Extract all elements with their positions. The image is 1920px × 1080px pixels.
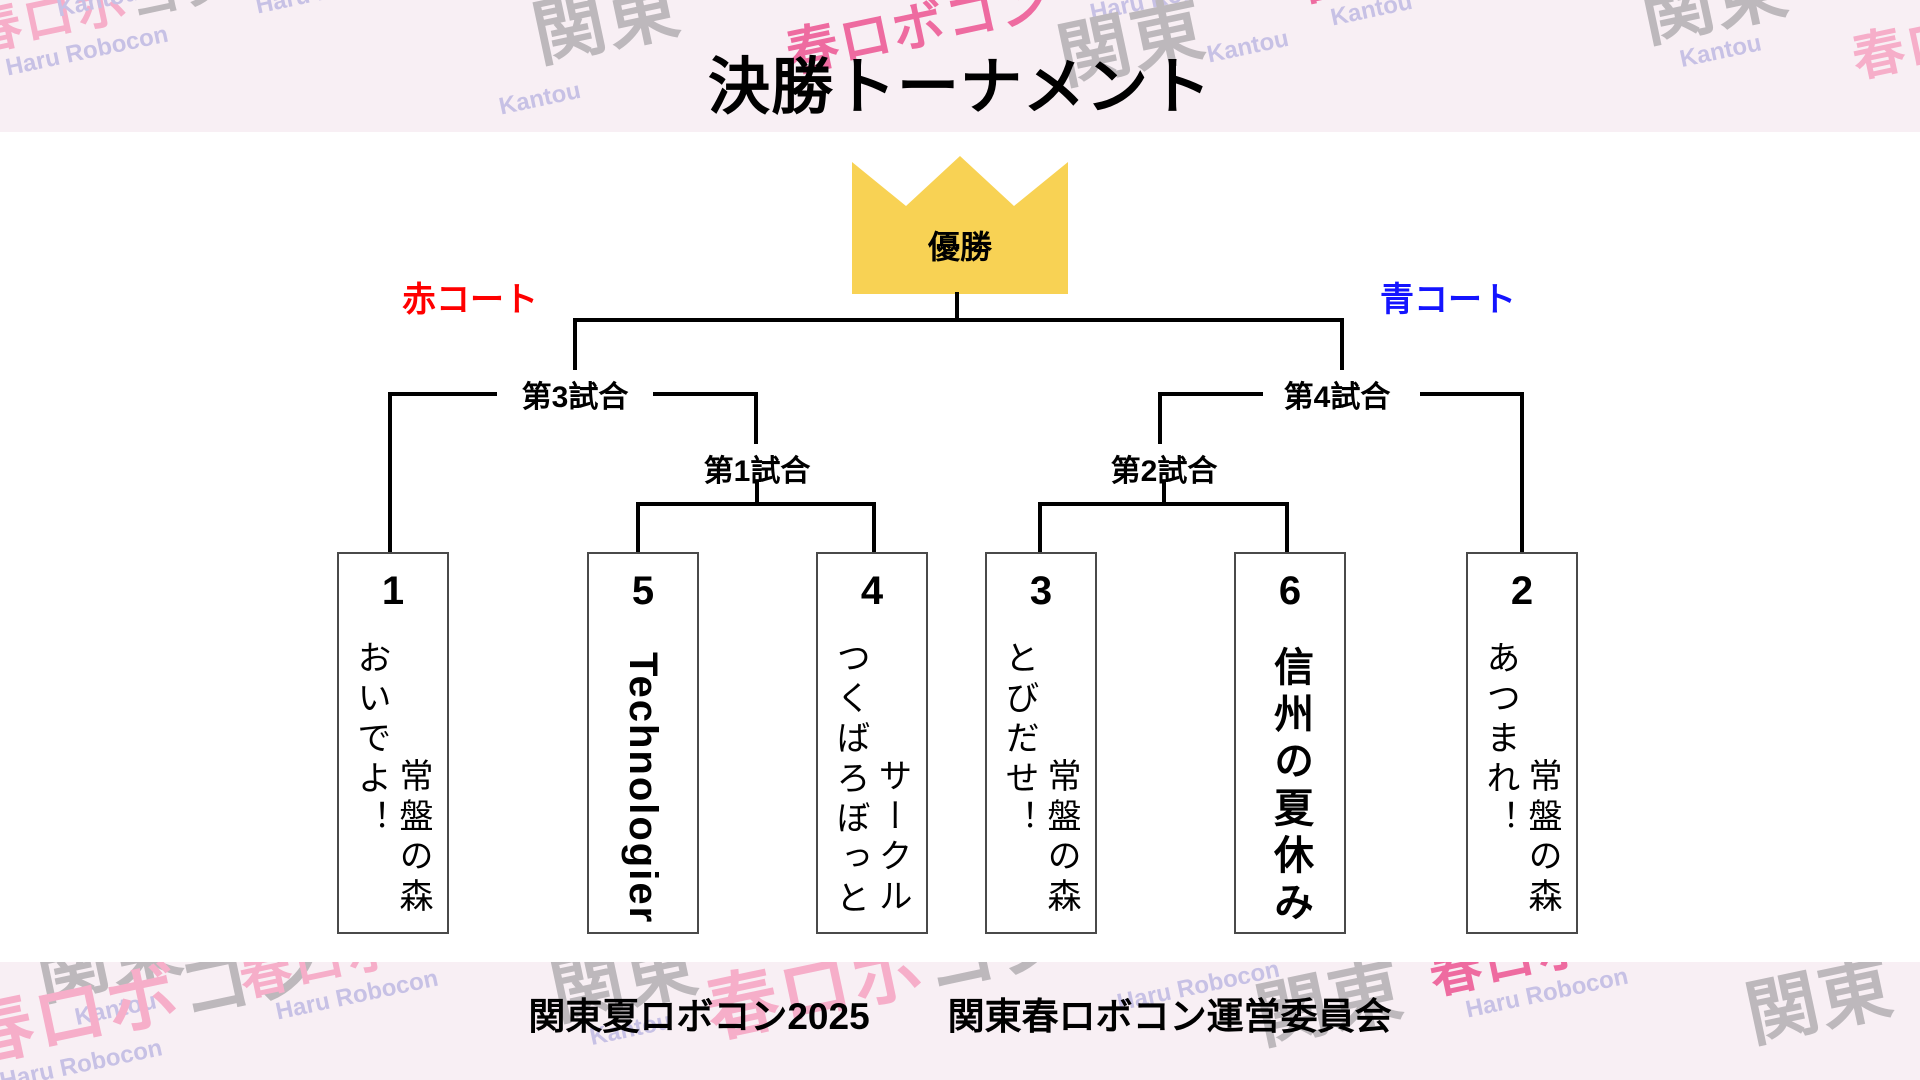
bracket-line xyxy=(1162,482,1166,504)
red-court-label: 赤コート xyxy=(402,281,538,319)
team-seed: 1 xyxy=(381,569,405,613)
bracket-line xyxy=(636,502,876,506)
bracket-line xyxy=(1420,392,1522,396)
footer: 関東夏ロボコン2025 関東春ロボコン運営委員会 xyxy=(0,986,1920,1040)
footer-event: 関東夏ロボコン2025 xyxy=(528,996,870,1037)
bottom-watermark-band: 関東 Kantou 春ロボコン Haru Robocon 春ロボコン Haru … xyxy=(0,962,1920,1080)
team-box-5: 5 Technologier xyxy=(587,552,699,934)
bracket-line xyxy=(636,502,640,554)
bracket-line xyxy=(388,392,392,554)
match-2-label: 第2試合 xyxy=(1110,455,1218,488)
bracket-line xyxy=(1038,502,1289,506)
team-name-line: とびだせ！ xyxy=(1000,640,1038,840)
page-title: 決勝トーナメント xyxy=(707,53,1212,122)
blue-court-label: 青コート xyxy=(1380,281,1516,319)
team-name-line: つくばろぼっと xyxy=(831,640,869,920)
watermark-haru-robocon-logo: 春ロボコン Kantou xyxy=(1289,0,1460,32)
bracket-line xyxy=(573,318,577,370)
bracket-line xyxy=(754,392,758,444)
bracket-line xyxy=(390,392,497,396)
match-1-label: 第1試合 xyxy=(703,455,811,488)
watermark-haru-robocon-logo: 春ロボコン Haru Robocon xyxy=(214,0,495,24)
team-name-line: 常盤の森 xyxy=(394,758,432,918)
team-name-line: Technologier xyxy=(621,652,665,925)
champion-label: 優勝 xyxy=(927,229,992,265)
bracket-line xyxy=(1520,392,1524,554)
team-box-1: 1 おいでよ！ 常盤の森 xyxy=(337,552,449,934)
team-name-line: 常盤の森 xyxy=(1042,758,1080,918)
bracket-line xyxy=(573,318,1344,322)
watermark-kantou-latin: Kantou xyxy=(54,0,142,23)
team-seed: 6 xyxy=(1278,569,1302,613)
team-seed: 3 xyxy=(1029,569,1053,613)
footer-organizer: 関東春ロボコン運営委員会 xyxy=(947,996,1392,1037)
bracket-line xyxy=(755,482,759,504)
match-4-label: 第4試合 xyxy=(1283,381,1391,414)
bracket-line xyxy=(1158,392,1162,444)
bracket-line xyxy=(653,392,758,396)
team-box-3: 3 とびだせ！ 常盤の森 xyxy=(985,552,1097,934)
team-name-line: おいでよ！ xyxy=(352,640,390,840)
bracket-line xyxy=(1160,392,1263,396)
watermark-haru-latin: Haru Robocon xyxy=(1088,0,1255,26)
match-3-label: 第3試合 xyxy=(521,381,629,414)
top-watermark-band: 春ロボコン Haru Robocon Kantou 春ロボコン Haru Rob… xyxy=(0,0,1920,132)
bracket-line xyxy=(872,502,876,554)
bracket-line xyxy=(1285,502,1289,554)
team-box-4: 4 つくばろぼっと サークル xyxy=(816,552,928,934)
team-name-line: 常盤の森 xyxy=(1523,758,1561,918)
team-name-line: あつまれ！ xyxy=(1481,640,1519,840)
team-seed: 2 xyxy=(1510,569,1534,613)
team-seed: 5 xyxy=(631,569,655,613)
bracket-line xyxy=(1340,318,1344,370)
team-box-6: 6 信州の夏休み xyxy=(1234,552,1346,934)
team-seed: 4 xyxy=(860,569,884,613)
champion-crown-icon xyxy=(852,156,1068,294)
bracket-line xyxy=(1038,502,1042,554)
team-box-2: 2 あつまれ！ 常盤の森 xyxy=(1466,552,1578,934)
bracket-line xyxy=(955,292,959,320)
team-name-line: サークル xyxy=(873,758,911,918)
team-name-line: 信州の夏休み xyxy=(1268,646,1312,928)
